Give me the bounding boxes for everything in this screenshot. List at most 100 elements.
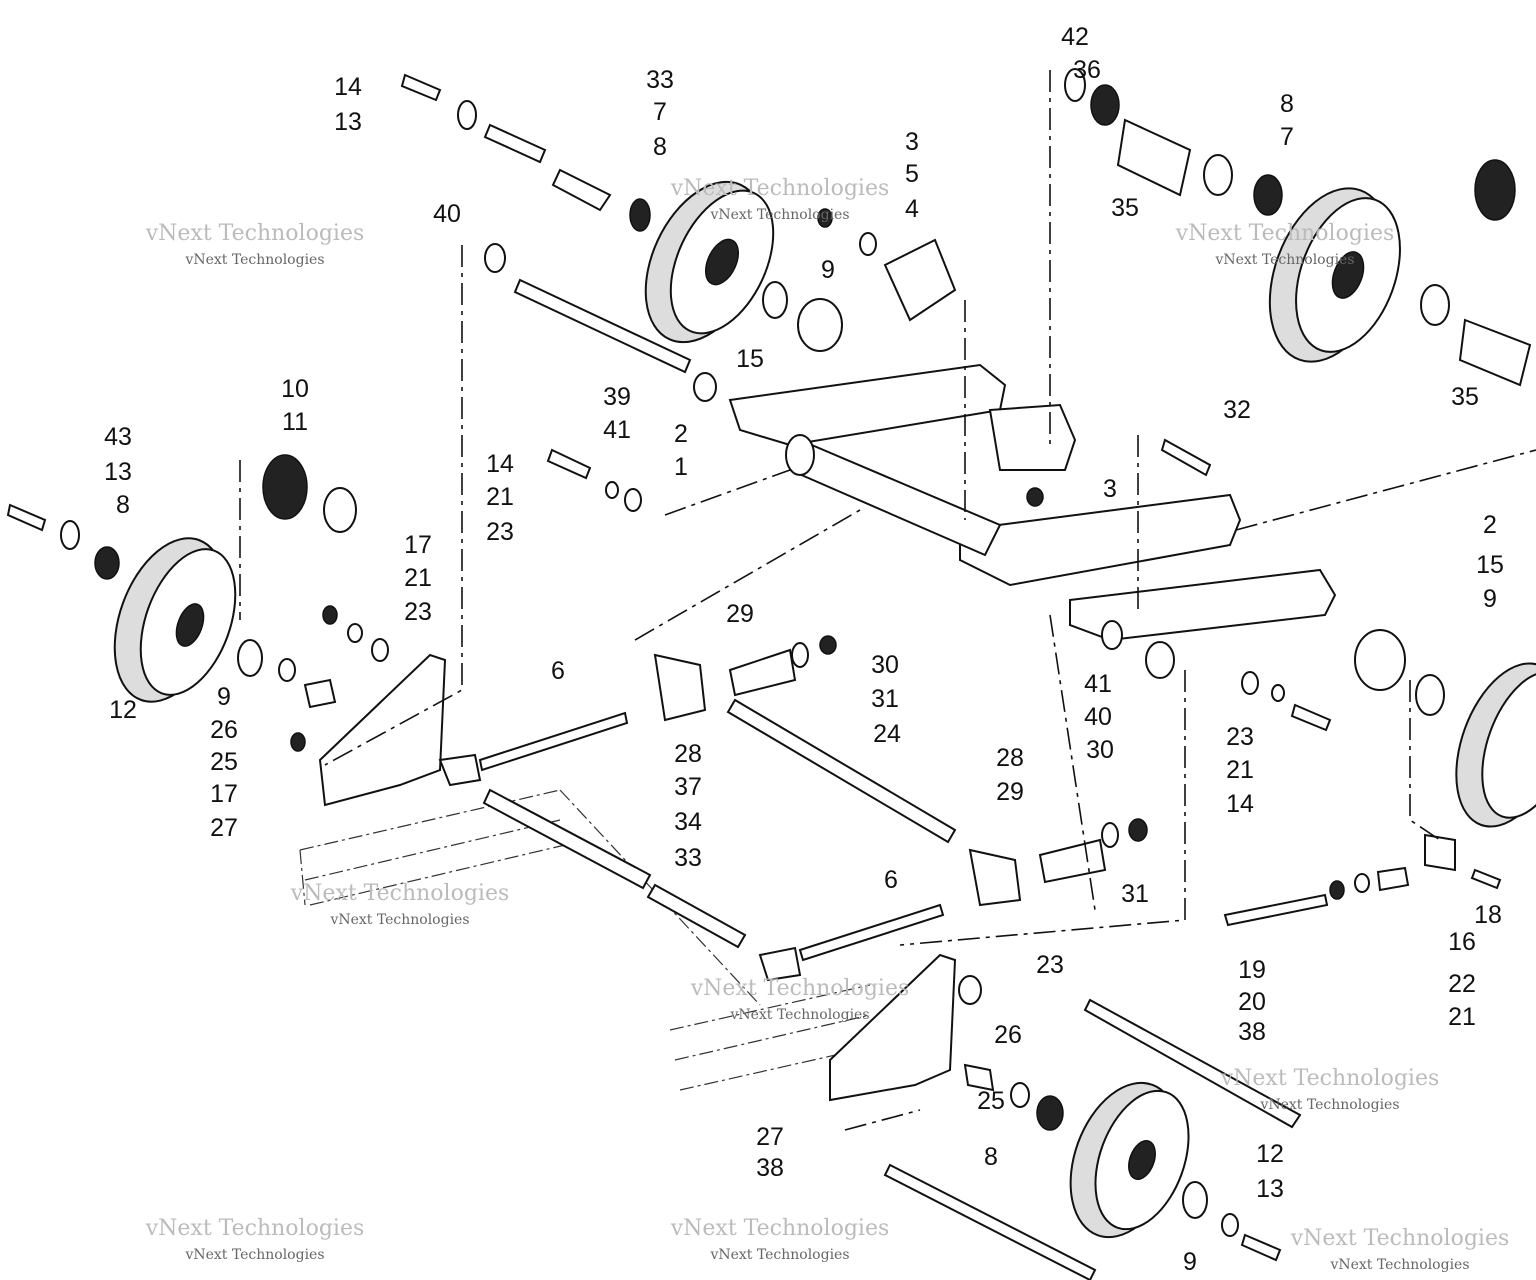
centerlines (239, 70, 1536, 1131)
small-parts (6, 68, 1532, 1262)
part-callout-label: 11 (282, 408, 308, 436)
part-callout-label: 29 (996, 778, 1024, 806)
part-callout-label: 25 (210, 748, 238, 776)
part-callout-label: 33 (674, 844, 702, 872)
frame-rail-left (299, 789, 881, 1091)
part-callout-label: 9 (1483, 585, 1497, 613)
part-callout-label: 1 (674, 453, 688, 481)
watermark-text-large: vNext Technologies (145, 1216, 365, 1241)
part-callout-label: 6 (551, 657, 565, 685)
part-callout-label: 3 (1103, 475, 1117, 503)
part-callout-label: 36 (1073, 56, 1101, 84)
part-callout-label: 37 (674, 773, 702, 801)
part-callout-label: 12 (1256, 1140, 1284, 1168)
watermark: vNext Technologies vNext Technologies (670, 1216, 890, 1263)
part-callout-label: 23 (404, 598, 432, 626)
watermark-text-large: vNext Technologies (1220, 1066, 1440, 1091)
watermark-text: vNext Technologies (329, 912, 469, 928)
part-callout-label: 38 (756, 1154, 784, 1182)
side-plate-right (829, 953, 957, 1102)
watermark-text-large: vNext Technologies (670, 1216, 890, 1241)
watermark-text-large: vNext Technologies (690, 976, 910, 1001)
part-callout-label: 3 (905, 128, 919, 156)
watermark: vNext Technologies vNext Technologies (1175, 221, 1395, 268)
watermark-text: vNext Technologies (729, 1007, 869, 1023)
part-callout-label: 16 (1448, 928, 1476, 956)
part-callout-label: 23 (486, 518, 514, 546)
part-callout-label: 14 (334, 73, 362, 101)
watermark-text-large: vNext Technologies (145, 221, 365, 246)
part-callout-label: 28 (674, 740, 702, 768)
part-callout-label: 8 (116, 491, 130, 519)
part-callout-label: 29 (726, 600, 754, 628)
part-callout-label: 8 (984, 1143, 998, 1171)
watermark-text: vNext Technologies (1214, 252, 1354, 268)
part-callout-label: 15 (736, 345, 764, 373)
part-callout-label: 27 (756, 1123, 784, 1151)
part-callout-label: 7 (1280, 123, 1294, 151)
part-callout-label: 9 (217, 683, 231, 711)
idler-wheel-lower (1069, 1081, 1190, 1239)
part-callout-label: 17 (404, 531, 432, 559)
part-callout-label: 9 (821, 256, 835, 284)
pivot-arm-lower (1069, 568, 1337, 642)
part-callout-label: 27 (210, 814, 238, 842)
watermark-text: vNext Technologies (1329, 1257, 1469, 1273)
part-callout-label: 26 (994, 1021, 1022, 1049)
part-callout-label: 19 (1238, 956, 1266, 984)
side-plate-left (318, 653, 447, 807)
part-callout-label: 17 (210, 780, 238, 808)
watermark-text: vNext Technologies (709, 1247, 849, 1263)
part-callout-label: 21 (404, 564, 432, 592)
part-callout-label: 2 (1483, 511, 1497, 539)
idler-wheel-upper-right (1268, 187, 1401, 363)
idler-wheel-upper (644, 180, 775, 344)
part-callout-label: 20 (1238, 988, 1266, 1016)
part-callout-label: 31 (871, 685, 899, 713)
part-callout-label: 8 (653, 133, 667, 161)
part-callout-label: 42 (1061, 23, 1089, 51)
part-callout-label: 30 (871, 651, 899, 679)
watermark-text-large: vNext Technologies (1175, 221, 1395, 246)
part-callout-label: 10 (281, 375, 309, 403)
watermark-text-large: vNext Technologies (1290, 1226, 1510, 1251)
part-callout-label: 24 (873, 720, 901, 748)
part-callout-label: 25 (977, 1087, 1005, 1115)
watermark: vNext Technologies vNext Technologies (145, 221, 365, 268)
watermark-text-large: vNext Technologies (290, 881, 510, 906)
part-callout-label: 21 (1226, 756, 1254, 784)
part-callout-label: 21 (1448, 1003, 1476, 1031)
part-callout-label: 40 (1084, 703, 1112, 731)
part-callout-label: 41 (1084, 670, 1112, 698)
part-callout-label: 21 (486, 483, 514, 511)
watermark: vNext Technologies vNext Technologies (1290, 1226, 1510, 1273)
part-callout-label: 14 (1226, 790, 1254, 818)
slotted-plate (988, 403, 1077, 471)
part-callout-label: 12 (109, 696, 137, 724)
part-callout-label: 18 (1474, 901, 1502, 929)
idler-wheel-right (1455, 662, 1536, 828)
watermark-text: vNext Technologies (1259, 1097, 1399, 1113)
part-callout-label: 34 (674, 808, 702, 836)
part-callout-label: 4 (905, 195, 919, 223)
part-callout-label: 2 (674, 420, 688, 448)
part-callout-label: 35 (1451, 383, 1479, 411)
idler-wheel-left (113, 537, 237, 703)
watermark: vNext Technologies vNext Technologies (690, 976, 910, 1023)
part-callout-label: 8 (1280, 90, 1294, 118)
part-callout-label: 30 (1086, 736, 1114, 764)
part-callout-label: 41 (603, 416, 631, 444)
part-callout-label: 13 (1256, 1175, 1284, 1203)
part-callout-label: 38 (1238, 1018, 1266, 1046)
part-callout-label: 13 (104, 458, 132, 486)
part-callout-label: 13 (334, 108, 362, 136)
part-callout-label: 26 (210, 716, 238, 744)
part-callout-label: 7 (653, 98, 667, 126)
watermark: vNext Technologies vNext Technologies (1220, 1066, 1440, 1113)
part-callout-label: 22 (1448, 970, 1476, 998)
watermark: vNext Technologies vNext Technologies (290, 881, 510, 928)
watermark-text: vNext Technologies (184, 252, 324, 268)
